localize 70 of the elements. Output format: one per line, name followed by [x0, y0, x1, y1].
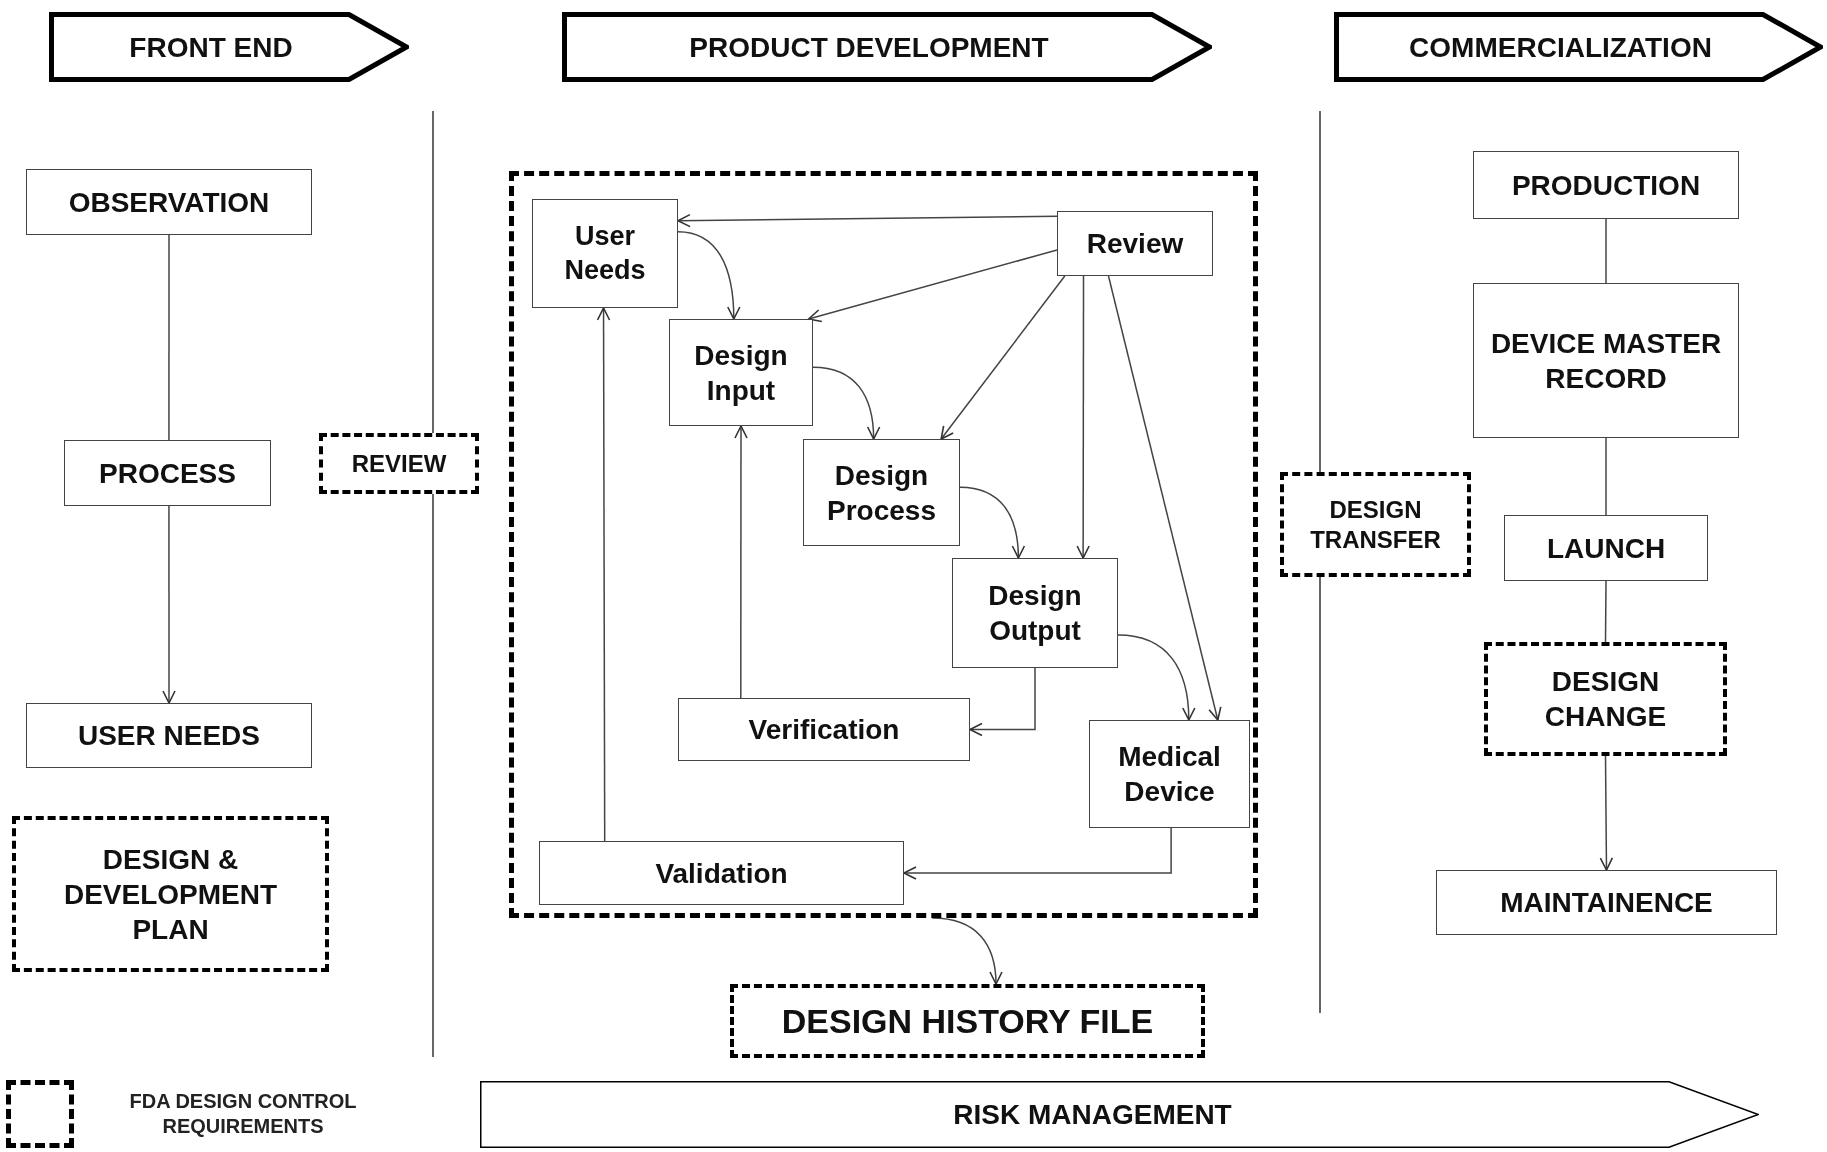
dashed-box: [730, 984, 1205, 1058]
arrow: [1107, 275, 1222, 721]
node-label: PRODUCT DEVELOPMENT: [688, 30, 1050, 65]
risk-management-arrow: [480, 1081, 1759, 1148]
process-box: [1089, 720, 1250, 828]
dashed-box: [12, 816, 329, 972]
dashed-container: [509, 171, 1258, 918]
arrow: [596, 307, 611, 842]
node-label: Design Input: [693, 338, 789, 408]
node-label: DESIGN CHANGE: [1543, 665, 1668, 734]
arrow: [677, 230, 741, 320]
arrow: [807, 249, 1058, 323]
node-label: Validation: [654, 856, 789, 891]
node-label: Review: [1085, 227, 1185, 261]
process-box: [64, 440, 271, 506]
dashed-box: [1280, 472, 1471, 577]
arrow: [969, 667, 1036, 737]
arrow: [959, 486, 1025, 559]
process-box: [532, 199, 678, 308]
arrow: [903, 827, 1172, 880]
process-box: [952, 558, 1118, 668]
arrow: [677, 213, 1058, 228]
connector-line: [168, 234, 170, 441]
connector-line: [1604, 580, 1607, 643]
phase-arrow: [1334, 12, 1823, 82]
node-label: MAINTAINENCE: [1499, 886, 1714, 920]
node-label: FRONT END: [128, 30, 294, 65]
phase-arrow: [562, 12, 1212, 82]
arrow: [1076, 275, 1090, 559]
node-label: LAUNCH: [1545, 531, 1667, 566]
connector-line: [1605, 437, 1607, 516]
arrow: [1117, 634, 1196, 721]
process-box: [1057, 211, 1213, 276]
node-label: DESIGN TRANSFER: [1309, 494, 1442, 555]
dashed-box: [319, 433, 479, 494]
process-box: [803, 439, 960, 546]
arrow: [940, 275, 1066, 440]
node-label: DESIGN HISTORY FILE: [780, 1000, 1155, 1042]
arrow: [162, 505, 176, 704]
node-label: Verification: [747, 713, 901, 747]
node-label: COMMERCIALIZATION: [1408, 30, 1713, 65]
connector-line: [1605, 218, 1607, 284]
arrow: [1599, 755, 1614, 871]
node-label: Design Process: [826, 458, 937, 528]
process-box: [539, 841, 904, 905]
node-label: Medical Device: [1117, 740, 1222, 809]
node-label: Design Output: [987, 579, 1083, 648]
node-label: DESIGN & DEVELOPMENT PLAN: [62, 842, 279, 947]
node-label: USER NEEDS: [76, 719, 261, 753]
arrow: [734, 425, 748, 699]
node-label: OBSERVATION: [67, 185, 271, 220]
process-box: [26, 703, 312, 768]
legend-label: FDA DESIGN CONTROL REQUIREMENTS: [128, 1089, 358, 1139]
process-box: [1473, 151, 1739, 219]
node-label: RISK MANAGEMENT: [952, 1098, 1233, 1132]
phase-arrow: [49, 12, 409, 82]
arrow: [812, 366, 880, 440]
node-label: PROCESS: [98, 456, 237, 491]
arrow: [931, 917, 1003, 985]
dashed-box: [1484, 642, 1727, 756]
process-box: [669, 319, 813, 426]
node-label: REVIEW: [350, 448, 448, 479]
process-box: [678, 698, 970, 761]
node-label: User Needs: [563, 219, 647, 287]
process-box: [1473, 283, 1739, 438]
process-box: [26, 169, 312, 235]
process-box: [1436, 870, 1777, 935]
node-label: DEVICE MASTER RECORD: [1489, 326, 1723, 396]
node-label: PRODUCTION: [1510, 168, 1702, 203]
process-box: [1504, 515, 1708, 581]
